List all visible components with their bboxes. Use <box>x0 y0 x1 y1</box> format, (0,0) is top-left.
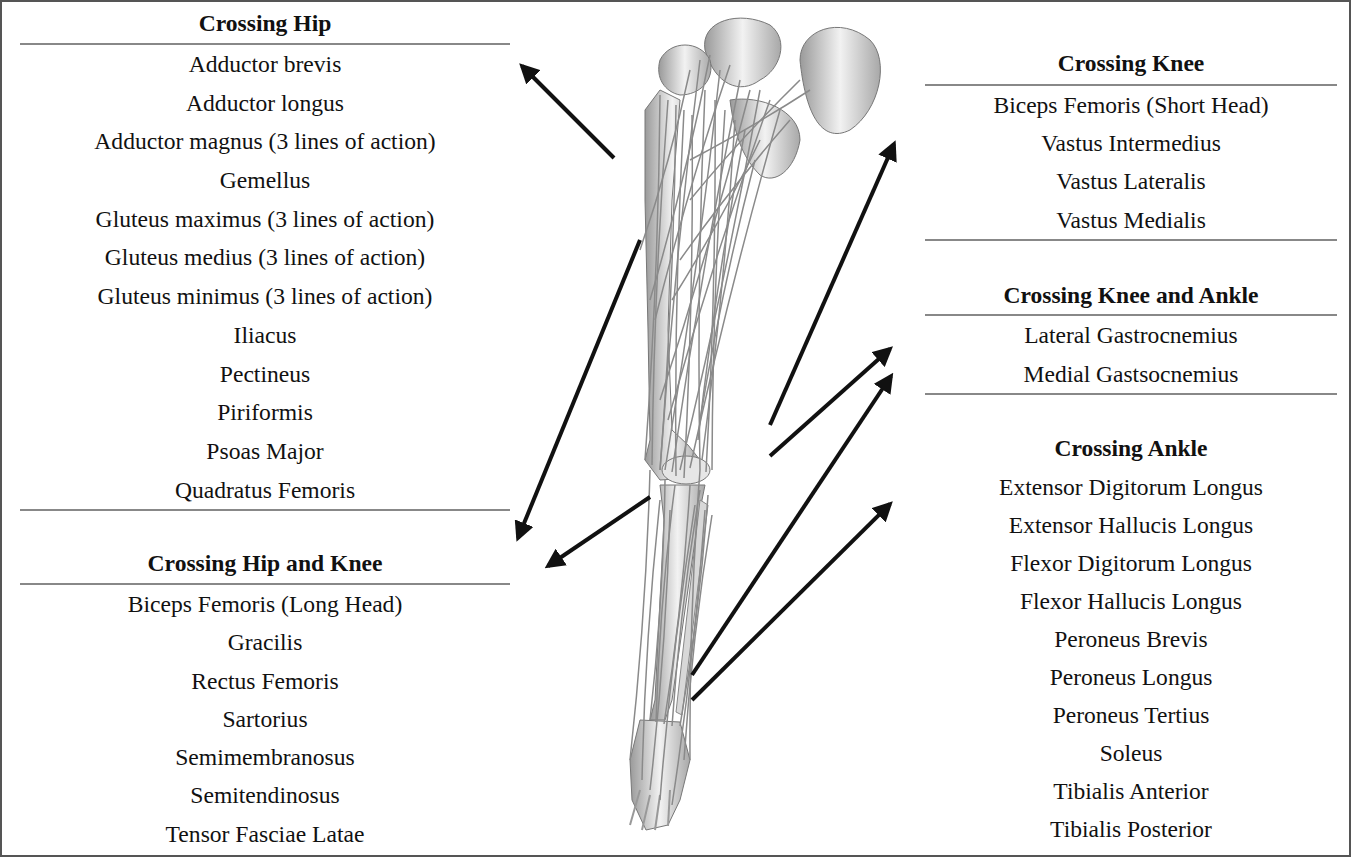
muscle-name: Pectineus <box>20 355 510 394</box>
muscle-name: Tibialis Anterior <box>925 772 1337 810</box>
muscle-name: Gracilis <box>20 623 510 661</box>
muscle-name: Gluteus maximus (3 lines of action) <box>20 200 510 239</box>
muscle-name: Adductor brevis <box>20 45 510 84</box>
group-heading: Crossing Hip <box>20 3 510 45</box>
muscle-name: Peroneus Tertius <box>925 696 1337 734</box>
muscle-name: Sartorius <box>20 700 510 738</box>
pointer-arrows <box>518 66 894 700</box>
muscle-name: Tensor Fasciae Latae <box>20 815 510 853</box>
muscle-name: Psoas Major <box>20 432 510 471</box>
muscle-name: Vastus Intermedius <box>925 124 1337 162</box>
muscle-name: Flexor Hallucis Longus <box>925 582 1337 620</box>
group-heading: Crossing Ankle <box>925 428 1337 468</box>
crossing-ankle-table: Crossing AnkleExtensor Digitorum LongusE… <box>925 428 1337 848</box>
muscle-name: Iliacus <box>20 316 510 355</box>
muscle-name: Vastus Medialis <box>925 201 1337 239</box>
muscle-name: Gluteus minimus (3 lines of action) <box>20 277 510 316</box>
knee-ankle-table: Crossing Knee and AnkleLateral Gastrocne… <box>925 276 1337 395</box>
muscle-name: Tibialis Posterior <box>925 810 1337 848</box>
muscle-name: Semimembranosus <box>20 738 510 776</box>
muscle-name: Soleus <box>925 734 1337 772</box>
muscle-name: Gemellus <box>20 161 510 200</box>
muscle-name: Peroneus Brevis <box>925 620 1337 658</box>
muscle-name: Extensor Hallucis Longus <box>925 506 1337 544</box>
crossing-hip-table: Crossing HipAdductor brevisAdductor long… <box>20 3 510 511</box>
group-heading: Crossing Knee and Ankle <box>925 276 1337 316</box>
crossing-knee-table: Crossing KneeBiceps Femoris (Short Head)… <box>925 42 1337 241</box>
group-heading: Crossing Hip and Knee <box>20 543 510 585</box>
muscle-name: Extensor Digitorum Longus <box>925 468 1337 506</box>
muscle-name: Peroneus Longus <box>925 658 1337 696</box>
muscle-name: Quadratus Femoris <box>20 471 510 510</box>
muscle-name: Adductor magnus (3 lines of action) <box>20 122 510 161</box>
muscle-name: Lateral Gastrocnemius <box>925 316 1337 355</box>
muscle-name: Flexor Digitorum Longus <box>925 544 1337 582</box>
muscle-name: Piriformis <box>20 393 510 432</box>
muscle-name: Semitendinosus <box>20 776 510 814</box>
muscle-name: Medial Gastsocnemius <box>925 355 1337 394</box>
hip-knee-table: Crossing Hip and KneeBiceps Femoris (Lon… <box>20 543 510 853</box>
muscle-name: Rectus Femoris <box>20 662 510 700</box>
muscle-name: Adductor longus <box>20 84 510 123</box>
muscle-name: Vastus Lateralis <box>925 162 1337 200</box>
group-heading: Crossing Knee <box>925 42 1337 86</box>
muscle-name: Biceps Femoris (Long Head) <box>20 585 510 623</box>
muscle-name: Biceps Femoris (Short Head) <box>925 86 1337 124</box>
muscle-name: Gluteus medius (3 lines of action) <box>20 238 510 277</box>
